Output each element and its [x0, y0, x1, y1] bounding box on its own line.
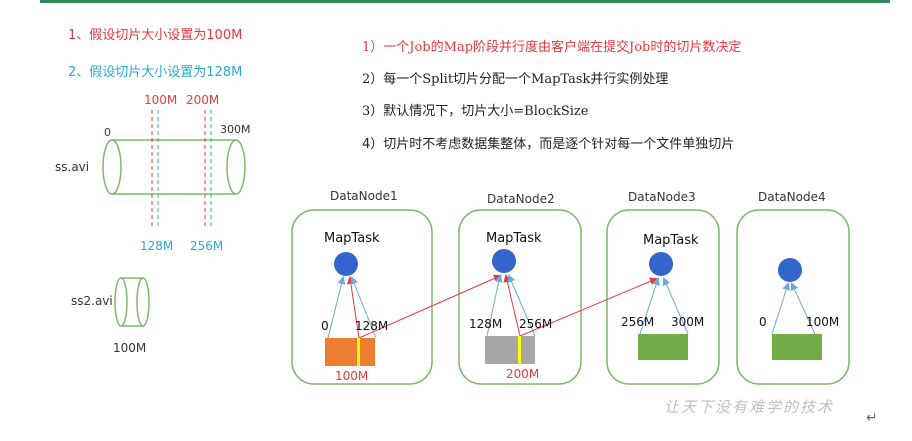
split-marker-node1 [357, 338, 360, 366]
point-4: 4）切片时不考虑数据集整体，而是逐个针对每一个文件单独切片 [362, 137, 735, 152]
maptask-label-3: MapTask [643, 233, 699, 248]
point-3: 3）默认情况下，切片大小=BlockSize [362, 104, 589, 119]
datanode-1-box [291, 209, 433, 385]
node4-left-offset: 0 [759, 315, 767, 329]
top-accent-bar [40, 0, 890, 3]
datanode-4-title: DataNode4 [758, 190, 826, 204]
file2-size-label: 100M [113, 341, 147, 355]
file2-name-label: ss2.avi [71, 294, 113, 308]
block2-size-label: 200M [506, 367, 540, 381]
maptask-circle-3 [649, 252, 673, 276]
node1-right-offset: 128M [355, 319, 389, 333]
maptask-label-1: MapTask [324, 231, 380, 246]
file1-cut-128m-label: 128M [140, 239, 174, 253]
block1-size-label: 100M [335, 369, 369, 383]
file1-cut-256m-label: 256M [190, 239, 224, 253]
datanode-2-title: DataNode2 [487, 192, 555, 206]
file1-end-label: 300M [220, 123, 251, 136]
block-node4 [772, 334, 822, 360]
file1-cut-200m-label: 200M [186, 93, 220, 107]
file1-name-label: ss.avi [55, 160, 90, 174]
block-node2 [485, 336, 535, 364]
file-cylinder-ss-avi [102, 139, 246, 195]
split-marker-node2 [518, 336, 521, 364]
point-2: 2）每一个Split切片分配一个MapTask并行实例处理 [362, 72, 669, 87]
datanode-4-box [736, 209, 850, 385]
node1-left-offset: 0 [321, 319, 329, 333]
node2-right-offset: 256M [519, 317, 553, 331]
file1-cut-100m-label: 100M [144, 93, 178, 107]
node3-right-offset: 300M [671, 315, 705, 329]
signature-text: 让天下没有难学的技术 [664, 398, 835, 416]
return-mark-icon: ↵ [866, 410, 878, 426]
datanode-2-box [458, 209, 582, 385]
datanode-1-title: DataNode1 [330, 189, 398, 203]
file-cylinder-ss2-avi [114, 277, 150, 327]
maptask-circle-4 [778, 258, 802, 282]
datanode-3-box [606, 209, 720, 385]
heading-slice-100m: 1、假设切片大小设置为100M [68, 28, 243, 43]
maptask-circle-1 [334, 252, 358, 276]
block-node1 [325, 338, 375, 366]
file1-start-label: 0 [104, 126, 111, 139]
node4-right-offset: 100M [806, 315, 840, 329]
heading-slice-128m: 2、假设切片大小设置为128M [68, 65, 243, 80]
block-node3 [638, 334, 688, 360]
datanode-3-title: DataNode3 [628, 190, 696, 204]
node3-left-offset: 256M [621, 315, 655, 329]
maptask-circle-2 [492, 249, 516, 273]
maptask-label-2: MapTask [486, 231, 542, 246]
node2-left-offset: 128M [469, 317, 503, 331]
point-1: 1）一个Job的Map阶段并行度由客户端在提交Job时的切片数决定 [362, 40, 742, 55]
